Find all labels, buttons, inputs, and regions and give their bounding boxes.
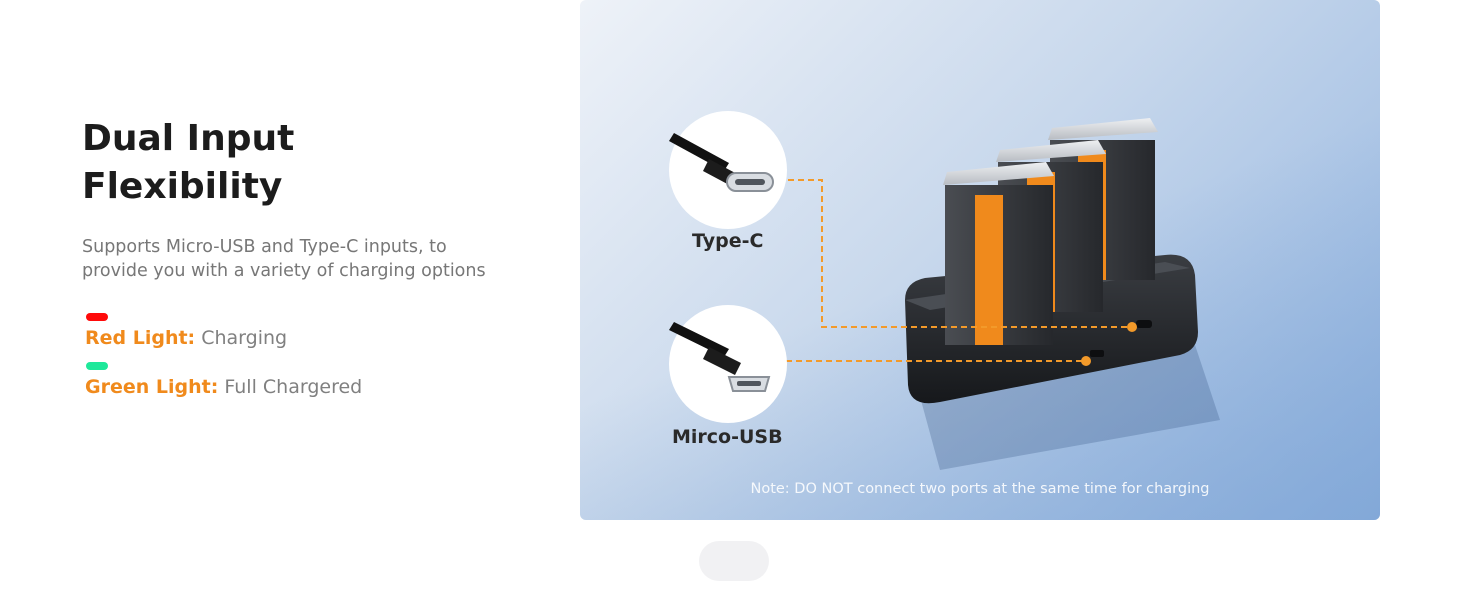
battery-1 [943, 162, 1054, 345]
micro-usb-label: Mirco-USB [672, 426, 783, 448]
micro-usb-port [1090, 350, 1104, 357]
page-title: Dual Input Flexibility [82, 118, 295, 207]
usb-c-cable-icon [669, 133, 774, 192]
micro-usb-bubble [669, 305, 787, 423]
carousel-indicator[interactable] [699, 541, 769, 581]
indicator-legend: Red Light: Charging Green Light: Full Ch… [82, 313, 522, 399]
legend-item-red: Red Light: Charging [82, 313, 522, 350]
legend-value: Charging [201, 327, 288, 349]
usb-c-port [1136, 320, 1152, 328]
legend-item-green: Green Light: Full Chargered [82, 362, 522, 399]
green-light-swatch [86, 362, 108, 370]
usage-note: Note: DO NOT connect two ports at the sa… [750, 481, 1210, 497]
feature-text: Dual Input Flexibility Supports Micro-US… [82, 115, 522, 411]
type-c-label: Type-C [692, 230, 764, 252]
type-c-bubble [669, 111, 787, 229]
product-image-panel: Type-C Mirco-USB Note: DO NOT connect tw… [580, 0, 1380, 520]
legend-key: Red Light: [85, 327, 196, 349]
red-light-swatch [86, 313, 108, 321]
legend-value: Full Chargered [224, 376, 363, 398]
charger-illustration [786, 118, 1220, 470]
legend-key: Green Light: [85, 376, 219, 398]
feature-description: Supports Micro-USB and Type-C inputs, to… [82, 237, 486, 281]
micro-usb-cable-icon [669, 322, 771, 392]
